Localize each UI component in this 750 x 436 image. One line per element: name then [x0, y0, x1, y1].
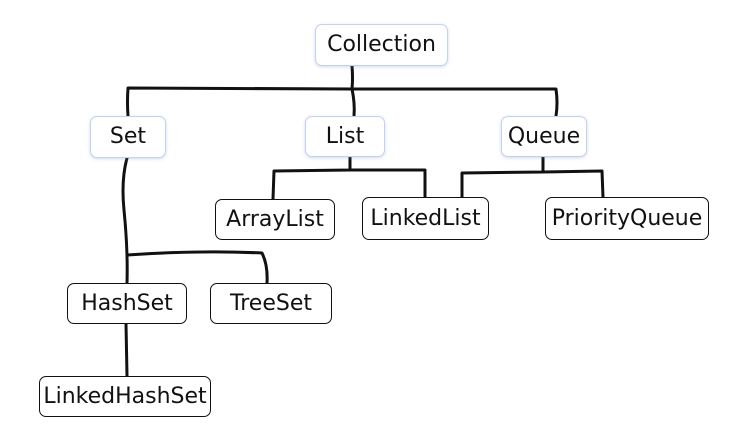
hashset-label: HashSet	[81, 290, 173, 316]
linkedhashset-node: LinkedHashSet	[39, 376, 211, 417]
edge-list-linkedlist	[348, 168, 427, 199]
collection-label: Collection	[327, 32, 436, 57]
queue-node: Queue	[501, 116, 587, 157]
hashset-node: HashSet	[67, 283, 187, 324]
list-node: List	[305, 116, 385, 157]
edge-queue-priorityqueue	[541, 169, 605, 199]
collection-node: Collection	[315, 24, 448, 66]
arraylist-node: ArrayList	[215, 199, 335, 240]
set-label: Set	[109, 124, 147, 149]
edge-set-hashset	[121, 156, 129, 285]
edge-collection-list	[350, 87, 356, 118]
list-label: List	[325, 123, 365, 149]
treeset-node: TreeSet	[210, 283, 332, 324]
edge-collection-set	[126, 64, 354, 118]
set-node: Set	[90, 116, 166, 158]
linkedlist-label: LinkedList	[370, 205, 481, 231]
arraylist-label: ArrayList	[226, 206, 324, 232]
edge-queue-linkedlist	[460, 155, 545, 199]
treeset-label: TreeSet	[230, 290, 312, 316]
linkedhashset-label: LinkedHashSet	[43, 383, 207, 409]
edge-list-arraylist	[271, 155, 352, 201]
edge-set-treeset	[125, 250, 269, 285]
edge-hashset-linkedhashset	[124, 322, 129, 378]
queue-label: Queue	[507, 123, 581, 149]
edge-collection-queue	[350, 87, 559, 118]
priorityqueue-label: PriorityQueue	[551, 205, 703, 231]
linkedlist-node: LinkedList	[362, 197, 489, 240]
priorityqueue-node: PriorityQueue	[545, 197, 709, 240]
